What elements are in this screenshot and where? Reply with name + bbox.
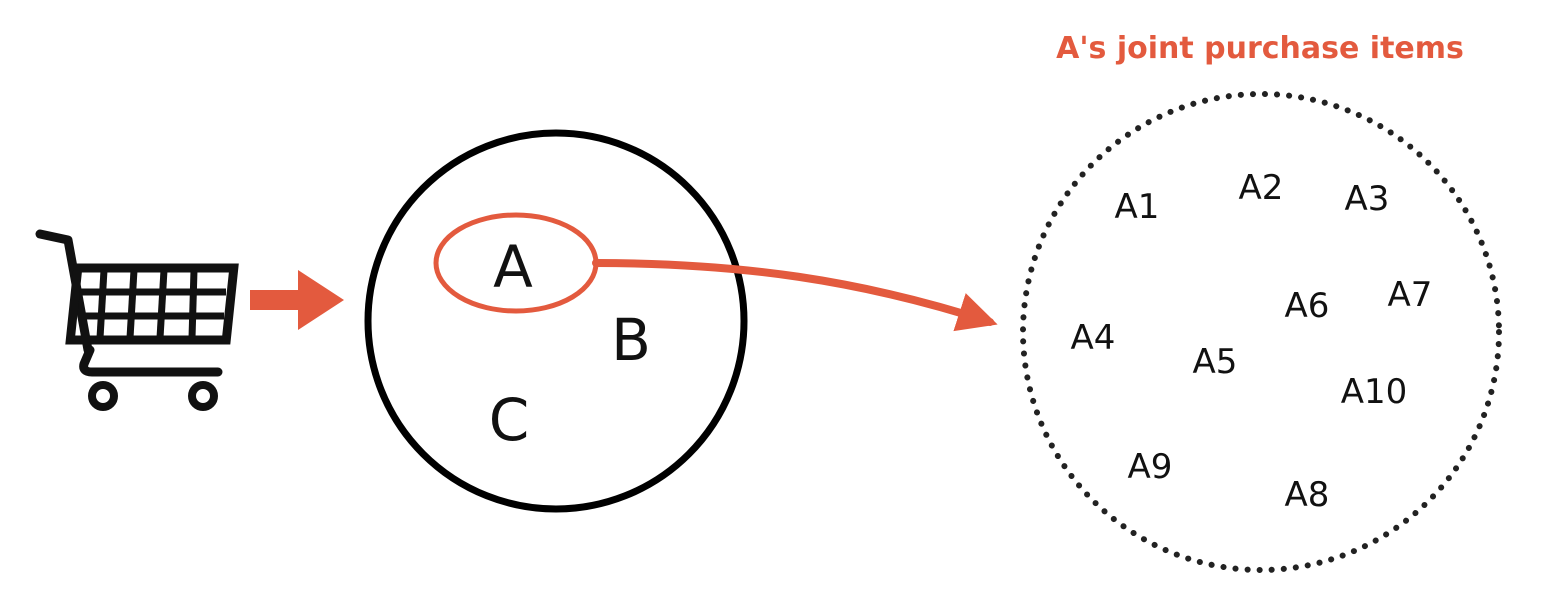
basket-item-a: A [493, 233, 533, 301]
joint-item-a5: A5 [1193, 342, 1238, 382]
basket-circle [364, 129, 748, 513]
joint-item-a10: A10 [1341, 372, 1408, 412]
basket-item-b: B [611, 306, 651, 374]
joint-item-a8: A8 [1285, 475, 1330, 515]
joint-items-title: A's joint purchase items [1056, 31, 1464, 66]
joint-item-a2: A2 [1239, 168, 1284, 208]
joint-items-circle [1020, 91, 1502, 573]
shopping-cart-icon [35, 229, 239, 411]
joint-item-a6: A6 [1285, 286, 1330, 326]
joint-item-a7: A7 [1388, 275, 1433, 315]
basket-item-c: C [489, 386, 530, 454]
joint-item-a4: A4 [1071, 318, 1116, 358]
cart-to-basket-arrow [250, 270, 344, 330]
joint-item-a9: A9 [1128, 447, 1173, 487]
a-to-joint-items-arrow [592, 259, 998, 332]
joint-item-a3: A3 [1345, 179, 1390, 219]
joint-item-a1: A1 [1115, 187, 1160, 227]
